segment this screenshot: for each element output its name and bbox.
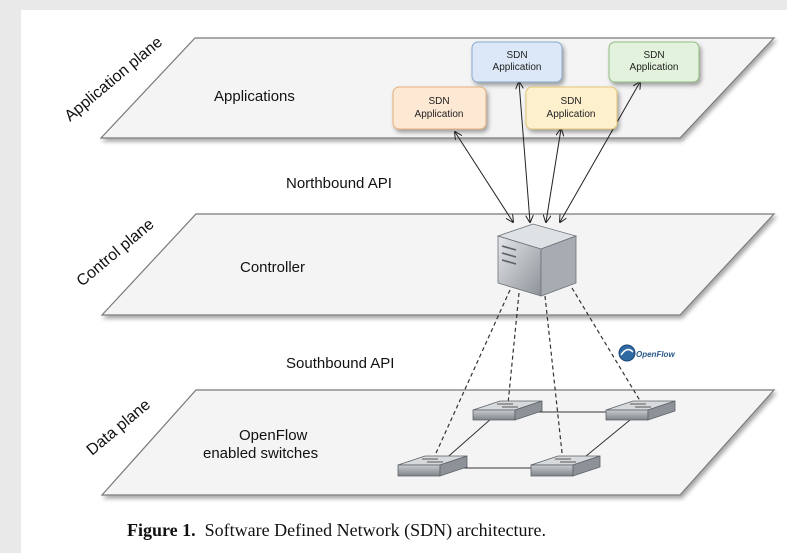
- app-box-yellow-line2: Application: [547, 109, 596, 120]
- app-box-orange-line1: SDN: [428, 96, 449, 107]
- switch-icon-top-left: [472, 400, 543, 421]
- link-to-switch-top-left: [507, 292, 520, 405]
- switch-icon-bottom-left: [397, 455, 468, 477]
- app-box-blue: SDN Application: [471, 41, 563, 83]
- app-box-orange-rect: [392, 86, 487, 130]
- northbound-api-label: Northbound API: [286, 175, 392, 192]
- app-box-blue-rect: [471, 41, 563, 83]
- app-box-green-line1: SDN: [643, 50, 664, 61]
- app-box-yellow-rect: [525, 86, 618, 130]
- switch-links: [441, 411, 631, 469]
- server-bay-2: [501, 252, 517, 258]
- openflow-logo-text: OpenFlow: [636, 350, 675, 359]
- server-bay-3: [501, 259, 517, 265]
- app-box-blue-line1: SDN: [506, 50, 527, 61]
- app-box-green-rect: [608, 41, 700, 83]
- southbound-api-label: Southbound API: [286, 355, 394, 372]
- caption-text: Software Defined Network (SDN) architect…: [205, 520, 546, 541]
- arrow-app-yellow: [546, 129, 561, 222]
- caption-prefix: Figure 1.: [127, 520, 196, 540]
- server-side-face: [540, 235, 577, 297]
- link-to-switch-top-right: [571, 287, 643, 405]
- switches-label-line2: enabled switches: [203, 445, 318, 462]
- app-box-blue-line2: Application: [493, 62, 542, 73]
- app-box-green-line2: Application: [630, 62, 679, 73]
- arrow-app-orange: [455, 132, 513, 222]
- controller-server-icon: [496, 223, 578, 297]
- control-plane: [100, 213, 776, 316]
- switch-icon-top-right: [605, 400, 676, 421]
- arrow-app-green: [560, 82, 640, 222]
- applications-label: Applications: [214, 88, 295, 105]
- switches-label-line1: OpenFlow: [239, 427, 308, 444]
- app-box-green: SDN Application: [608, 41, 700, 83]
- app-box-yellow-line1: SDN: [560, 96, 581, 107]
- controller-label: Controller: [240, 259, 305, 276]
- link-tl-bl: [441, 417, 493, 463]
- server-bay-1: [501, 245, 517, 251]
- app-box-yellow: SDN Application: [525, 86, 618, 130]
- southbound-links: [431, 287, 643, 463]
- switch-icon-bottom-right: [530, 455, 601, 477]
- app-box-orange-line2: Application: [415, 109, 464, 120]
- link-to-switch-bottom-left: [431, 289, 511, 463]
- link-tr-br: [579, 419, 631, 462]
- northbound-arrows: [455, 82, 640, 222]
- figure-caption: Figure 1. Software Defined Network (SDN)…: [127, 520, 546, 541]
- arrow-app-blue: [519, 82, 530, 222]
- app-box-orange: SDN Application: [392, 86, 487, 130]
- openflow-logo: OpenFlow: [618, 344, 675, 362]
- openflow-logo-icon: [618, 344, 636, 362]
